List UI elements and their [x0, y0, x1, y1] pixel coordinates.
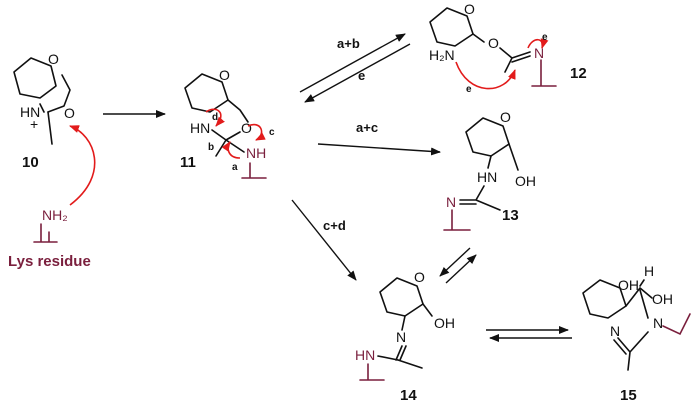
lys-residue-label: Lys residue — [8, 253, 91, 270]
label-a: a — [232, 162, 238, 173]
atom-h2n: H₂N — [429, 47, 455, 63]
atom-o-ring: O — [48, 51, 59, 67]
atom-n: N — [534, 45, 544, 61]
compound-label-12: 12 — [570, 65, 587, 82]
condition-a-plus-b: a+b — [337, 36, 360, 51]
atom-nh2-lys: NH₂ — [42, 207, 68, 223]
atom-hn: HN — [477, 169, 497, 185]
label-e-bottom: e — [466, 84, 472, 95]
atom-o: O — [241, 120, 252, 136]
plus-charge: + — [30, 116, 38, 132]
equilibrium-13-14 — [439, 247, 477, 284]
condition-e: e — [358, 68, 365, 83]
equilibrium-14-15 — [486, 326, 572, 342]
atom-o: O — [488, 35, 499, 51]
label-c: c — [269, 127, 275, 138]
atom-oh: OH — [434, 315, 455, 331]
atom-hn: HN — [355, 347, 375, 363]
atom-n-methyl: N — [653, 315, 663, 331]
atom-n-ring: N — [610, 323, 620, 339]
arrow-11-to-14 — [291, 199, 357, 281]
compound-label-13: 13 — [502, 207, 519, 224]
arrow-11-to-13 — [317, 143, 441, 156]
atom-o: O — [64, 105, 75, 121]
compound-11: O HN O NH d b c a 11 — [180, 67, 275, 179]
atom-nh: NH — [246, 145, 266, 161]
condition-c-plus-d: c+d — [323, 218, 346, 233]
atom-o-ring: O — [464, 1, 475, 17]
compound-14: O OH N HN 14 — [355, 269, 455, 403]
compound-label-14: 14 — [400, 387, 417, 403]
atom-oh: OH — [515, 173, 536, 189]
atom-o-ring: O — [219, 67, 230, 83]
atom-oh: OH — [652, 291, 673, 307]
compound-13: O OH HN N 13 — [443, 109, 536, 231]
compound-label-15: 15 — [620, 387, 637, 403]
atom-h: H — [644, 263, 654, 279]
compound-label-11: 11 — [180, 154, 196, 171]
equilibrium-11-12: a+b e — [299, 33, 411, 103]
atom-o-ring: O — [500, 109, 511, 125]
lys-residue: NH₂ Lys residue — [8, 125, 96, 270]
label-b: b — [208, 142, 214, 153]
compound-15: OH H OH N N 15 — [582, 263, 691, 403]
condition-a-plus-c: a+c — [356, 120, 378, 135]
atom-o-ring: O — [414, 269, 425, 285]
atom-hn-plus: HN — [20, 104, 40, 120]
atom-oh-ring: OH — [618, 277, 639, 293]
compound-10: O HN + O 10 — [13, 51, 75, 171]
compound-label-10: 10 — [22, 154, 39, 171]
label-e-top: e — [542, 32, 548, 43]
compound-12: O H₂N O N e e 12 — [429, 1, 587, 95]
atom-n: N — [396, 329, 406, 345]
atom-n: N — [446, 194, 456, 210]
atom-hn: HN — [190, 120, 210, 136]
label-d: d — [212, 112, 218, 123]
